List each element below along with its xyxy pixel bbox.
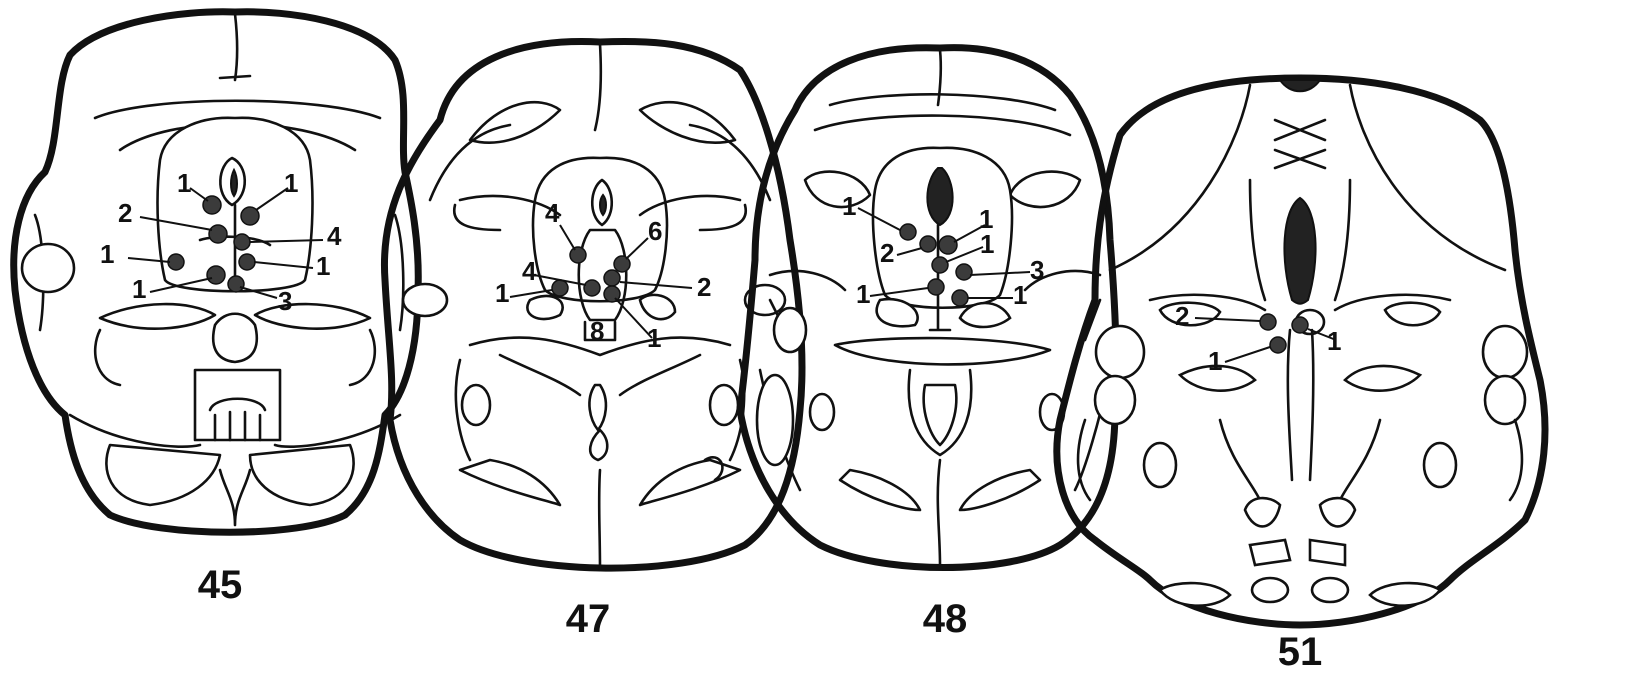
- section-48-label: 1: [856, 279, 870, 309]
- svg-text:8: 8: [590, 316, 604, 346]
- section-45-number: 45: [198, 563, 243, 607]
- section-48-number: 48: [923, 597, 968, 641]
- section-45-label: 4: [327, 221, 342, 251]
- section-48-label: 1: [1013, 280, 1027, 310]
- section-47-label: 1: [495, 278, 509, 308]
- section-45: 1 1 2 4 1 1 1 3 45: [14, 12, 419, 607]
- section-48-label: 3: [1030, 255, 1044, 285]
- section-45-label: 2: [118, 198, 132, 228]
- section-45-label: 1: [316, 251, 330, 281]
- section-47-label: 2: [697, 272, 711, 302]
- section-47: 8 4 6 4 1 2 1 47: [384, 41, 802, 641]
- section-45-label: 1: [132, 274, 146, 304]
- section-48-label: 2: [880, 238, 894, 268]
- section-51-label: 1: [1208, 346, 1222, 376]
- section-45-label: 1: [100, 239, 114, 269]
- section-48-label: 1: [842, 191, 856, 221]
- section-51-label: 1: [1327, 326, 1341, 356]
- section-51: 2 1 1 51: [1057, 78, 1545, 674]
- section-45-label: 1: [284, 168, 298, 198]
- section-51-label: 2: [1175, 301, 1189, 331]
- section-48: 1 1 2 1 3 1 1 48: [740, 48, 1116, 641]
- section-47-label: 1: [647, 323, 661, 353]
- section-47-label: 4: [522, 256, 537, 286]
- section-45-label: 3: [278, 286, 292, 316]
- section-45-label: 1: [177, 168, 191, 198]
- section-47-label: 6: [648, 216, 662, 246]
- section-48-label: 1: [980, 229, 994, 259]
- section-47-label: 4: [545, 198, 560, 228]
- section-51-number: 51: [1278, 630, 1323, 674]
- section-47-number: 47: [566, 597, 611, 641]
